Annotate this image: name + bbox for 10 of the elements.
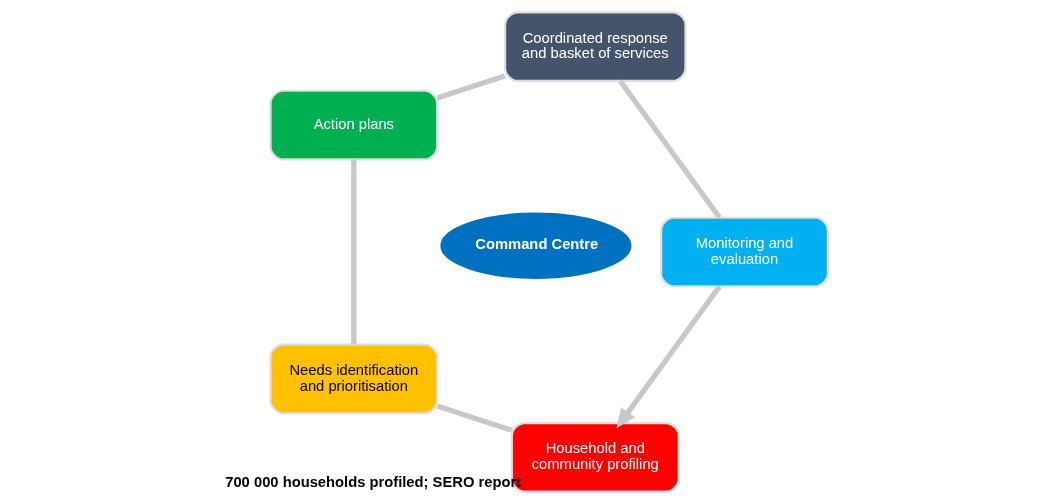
connector	[436, 403, 513, 433]
node-box: Monitoring and evaluation	[660, 216, 829, 288]
connector	[618, 79, 722, 220]
arrow	[616, 284, 722, 429]
node-ellipse: Command Centre	[438, 210, 634, 281]
connector	[436, 73, 506, 101]
connector	[351, 159, 357, 345]
node-box: Needs identification and prioritisation	[269, 343, 439, 415]
node-box: Coordinated response and basket of services	[504, 11, 687, 82]
node-box: Action plans	[269, 89, 439, 161]
